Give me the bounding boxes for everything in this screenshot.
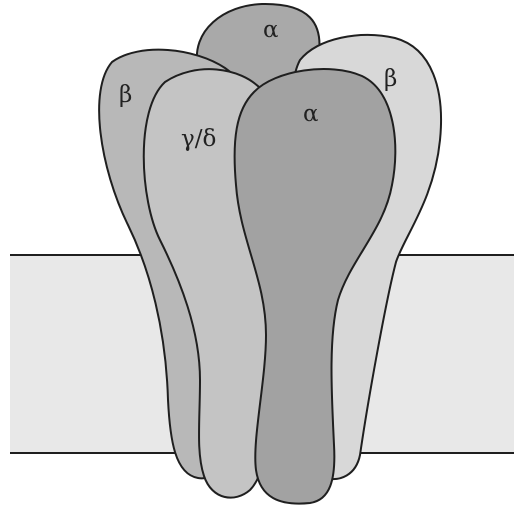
label-beta-right: β xyxy=(384,66,397,92)
label-gamma-delta: γ/δ xyxy=(181,126,216,152)
label-alpha-front: α xyxy=(303,101,319,127)
label-alpha-back: α xyxy=(263,17,279,43)
label-beta-left: β xyxy=(119,82,132,108)
